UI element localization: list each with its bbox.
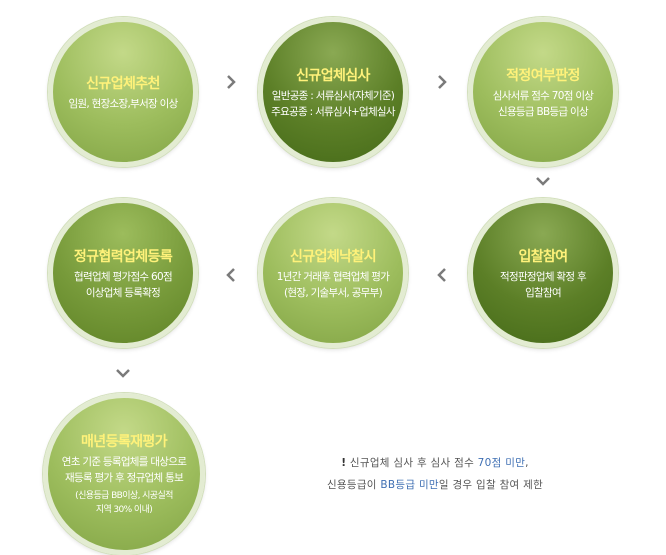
chevron-down-icon bbox=[113, 363, 133, 383]
step-text: 재등록 평가 후 정규업체 통보 bbox=[64, 472, 184, 484]
chevron-right-icon bbox=[432, 72, 452, 92]
step-title: 신규업체추천 bbox=[86, 75, 160, 92]
step-text: 주요공종 : 서류심사+업체실사 bbox=[271, 105, 395, 118]
step-1-circle: 신규업체추천 임원, 현장소장,부서장 이상 bbox=[48, 17, 198, 167]
step-title: 신규업체심사 bbox=[296, 67, 370, 84]
chevron-down-icon bbox=[533, 171, 553, 191]
step-text: 적정판정업체 확정 후 bbox=[500, 270, 587, 283]
step-subtext: 지역 30% 이내) bbox=[95, 505, 153, 515]
step-6-circle: 정규협력업체등록 협력업체 평가점수 60점 이상업체 등록확정 bbox=[48, 198, 198, 348]
step-4-circle: 입찰참여 적정판정업체 확정 후 입찰참여 bbox=[468, 198, 618, 348]
step-3-circle: 적정여부판정 심사서류 점수 70점 이상 신용등급 BB등급 이상 bbox=[468, 17, 618, 167]
highlight-score: 70점 미만 bbox=[477, 457, 526, 469]
step-text: 임원, 현장소장,부서장 이상 bbox=[68, 97, 178, 110]
step-text: 협력업체 평가점수 60점 bbox=[74, 270, 173, 283]
step-text: 이상업체 등록확정 bbox=[85, 286, 161, 299]
chevron-left-icon bbox=[221, 265, 241, 285]
step-title: 정규협력업체등록 bbox=[73, 248, 173, 265]
notice-text: ! 신규업체 심사 후 심사 점수 70점 미만, 신용등급이 BB등급 미만일… bbox=[290, 452, 580, 496]
step-2-circle: 신규업체심사 일반공종 : 서류심사(자체기준) 주요공종 : 서류심사+업체실… bbox=[258, 17, 408, 167]
chevron-right-icon bbox=[221, 72, 241, 92]
step-text: 심사서류 점수 70점 이상 bbox=[492, 89, 594, 102]
step-text: (현장, 기술부서, 공무부) bbox=[284, 286, 383, 299]
step-text: 신용등급 BB등급 이상 bbox=[498, 105, 589, 118]
step-text: 연초 기준 등록업체를 대상으로 bbox=[61, 456, 187, 468]
step-text: 입찰참여 bbox=[525, 286, 562, 299]
chevron-left-icon bbox=[432, 265, 452, 285]
step-title: 신규업체낙찰시 bbox=[290, 248, 377, 265]
highlight-grade: BB등급 미만 bbox=[380, 479, 439, 491]
notice-line-2: 신용등급이 BB등급 미만일 경우 입찰 참여 제한 bbox=[326, 479, 544, 491]
step-5-circle: 신규업체낙찰시 1년간 거래후 협력업체 평가 (현장, 기술부서, 공무부) bbox=[258, 198, 408, 348]
step-7-circle: 매년등록재평가 연초 기준 등록업체를 대상으로 재등록 평가 후 정규업체 통… bbox=[43, 393, 205, 555]
step-title: 적정여부판정 bbox=[506, 67, 580, 84]
step-title: 입찰참여 bbox=[518, 248, 568, 265]
step-text: 1년간 거래후 협력업체 평가 bbox=[276, 270, 390, 283]
exclamation-icon: ! bbox=[341, 457, 347, 469]
step-title: 매년등록재평가 bbox=[81, 434, 168, 450]
step-text: 일반공종 : 서류심사(자체기준) bbox=[271, 89, 395, 102]
step-subtext: (신용등급 BB이상, 시공실적 bbox=[75, 491, 173, 501]
notice-line-1: ! 신규업체 심사 후 심사 점수 70점 미만, bbox=[341, 457, 529, 469]
